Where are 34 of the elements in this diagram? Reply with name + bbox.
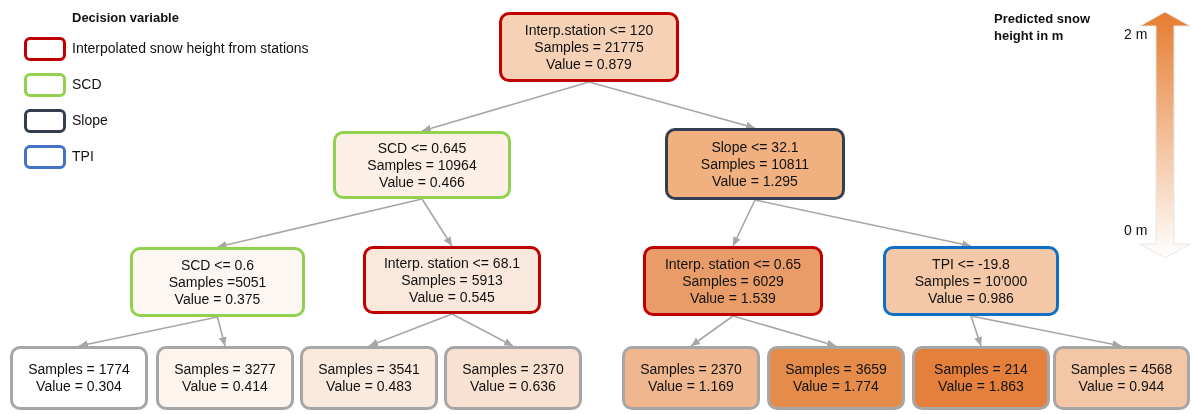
arrow — [588, 81, 756, 130]
decision-node: Interp. station <= 68.1 Samples = 5913 Value = 0.545 — [363, 246, 541, 314]
decision-node: Slope <= 32.1 Samples = 10811 Value = 1.295 — [665, 128, 845, 200]
leaf-node: Samples = 214 Value = 1.863 — [912, 346, 1050, 410]
colorbar-tick-label: 2 m — [1124, 26, 1148, 42]
arrow — [216, 198, 423, 249]
leaf-node: Samples = 3659 Value = 1.774 — [767, 346, 905, 410]
legend-title: Decision variable — [72, 10, 179, 25]
leaf-node: Samples = 2370 Value = 1.169 — [622, 346, 760, 410]
leaf-node: Samples = 3541 Value = 0.483 — [300, 346, 438, 410]
arrow — [421, 198, 453, 247]
colorbar-tick-label: 0 m — [1124, 222, 1148, 238]
arrow — [421, 81, 590, 133]
arrow — [368, 313, 453, 347]
arrow — [690, 315, 734, 347]
leaf-node: Samples = 1774 Value = 0.304 — [10, 346, 148, 410]
decision-node: TPI <= -19.8 Samples = 10’000 Value = 0.986 — [883, 246, 1059, 316]
decision-node: SCD <= 0.6 Samples =5051 Value = 0.375 — [130, 247, 305, 317]
colorbar-title: Predicted snow height in m — [994, 10, 1092, 44]
arrow — [970, 315, 982, 347]
legend-label: Interpolated snow height from stations — [72, 40, 309, 56]
leaf-node: Samples = 4568 Value = 0.944 — [1053, 346, 1190, 410]
legend-label: Slope — [72, 112, 108, 128]
arrow — [216, 316, 227, 347]
decision-node: SCD <= 0.645 Samples = 10964 Value = 0.466 — [333, 131, 511, 199]
arrow — [451, 313, 514, 347]
leaf-node: Samples = 2370 Value = 0.636 — [444, 346, 582, 410]
arrow — [732, 199, 756, 247]
legend-label: SCD — [72, 76, 102, 92]
legend-label: TPI — [72, 148, 94, 164]
decision-node: Interp. station <= 0.65 Samples = 6029 Value = 1.539 — [643, 246, 823, 316]
leaf-node: Samples = 3277 Value = 0.414 — [156, 346, 294, 410]
arrow — [732, 315, 837, 348]
decision-node: Interp.station <= 120 Samples = 21775 Value = 0.879 — [499, 12, 679, 82]
